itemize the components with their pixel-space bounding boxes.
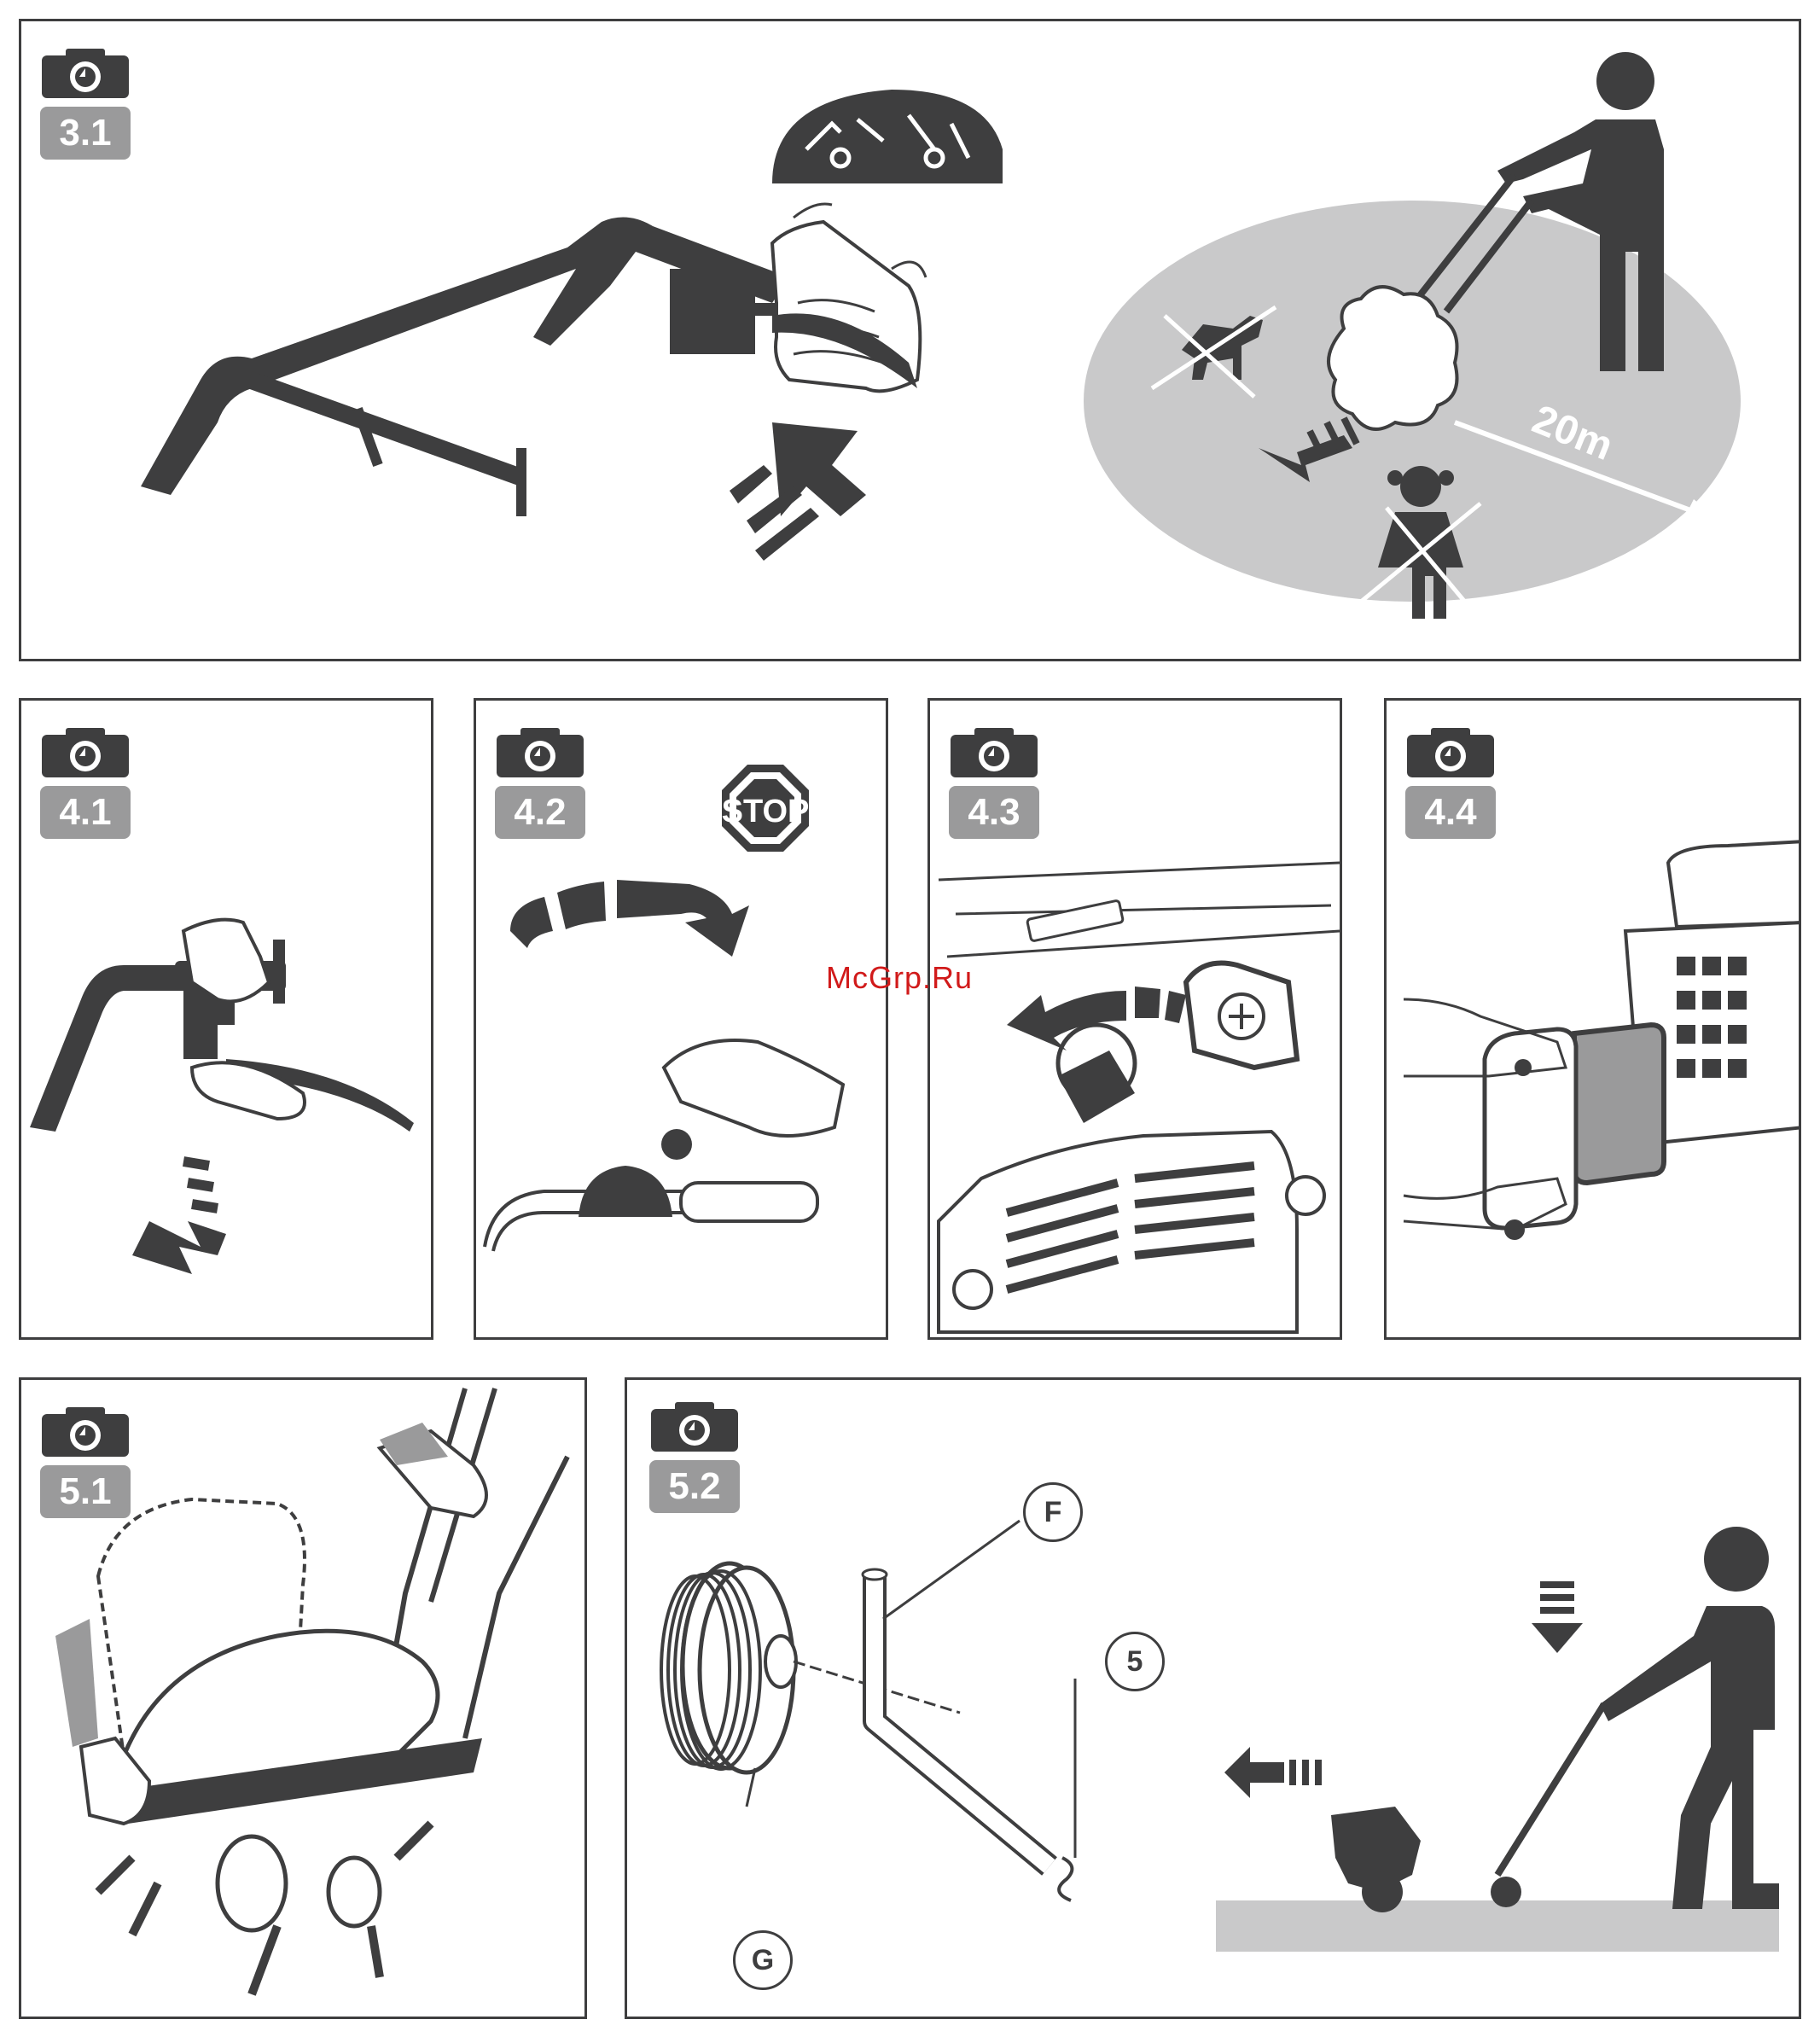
panel-4-3: 4.3	[927, 698, 1342, 1340]
callout-g: G	[733, 1930, 793, 1990]
callout-f: F	[1023, 1482, 1083, 1542]
stop-sign-icon: STOP	[722, 765, 810, 852]
transport-wheel-illustration	[627, 1380, 1801, 2019]
tiller-lift-illustration	[21, 1380, 587, 2019]
panel-5-2: 5.2 F	[625, 1377, 1801, 2019]
panel-5-1: 5.1	[19, 1377, 587, 2019]
stop-sign-text: STOP	[722, 794, 810, 829]
fuel-valve-illustration	[930, 701, 1342, 1340]
panel-4-1: 4.1	[19, 698, 433, 1340]
panel-4-2: 4.2 STOP	[474, 698, 888, 1340]
callout-5: 5	[1105, 1632, 1165, 1691]
air-filter-illustration	[1387, 701, 1801, 1340]
watermark-text: McGrp.Ru	[826, 960, 973, 996]
lever-release-illustration	[21, 701, 433, 1340]
handlebar-illustration	[21, 21, 1801, 661]
throttle-stop-illustration: STOP	[476, 701, 888, 1340]
panel-4-4: 4.4	[1384, 698, 1801, 1340]
panel-3-1: 3.1	[19, 19, 1801, 661]
